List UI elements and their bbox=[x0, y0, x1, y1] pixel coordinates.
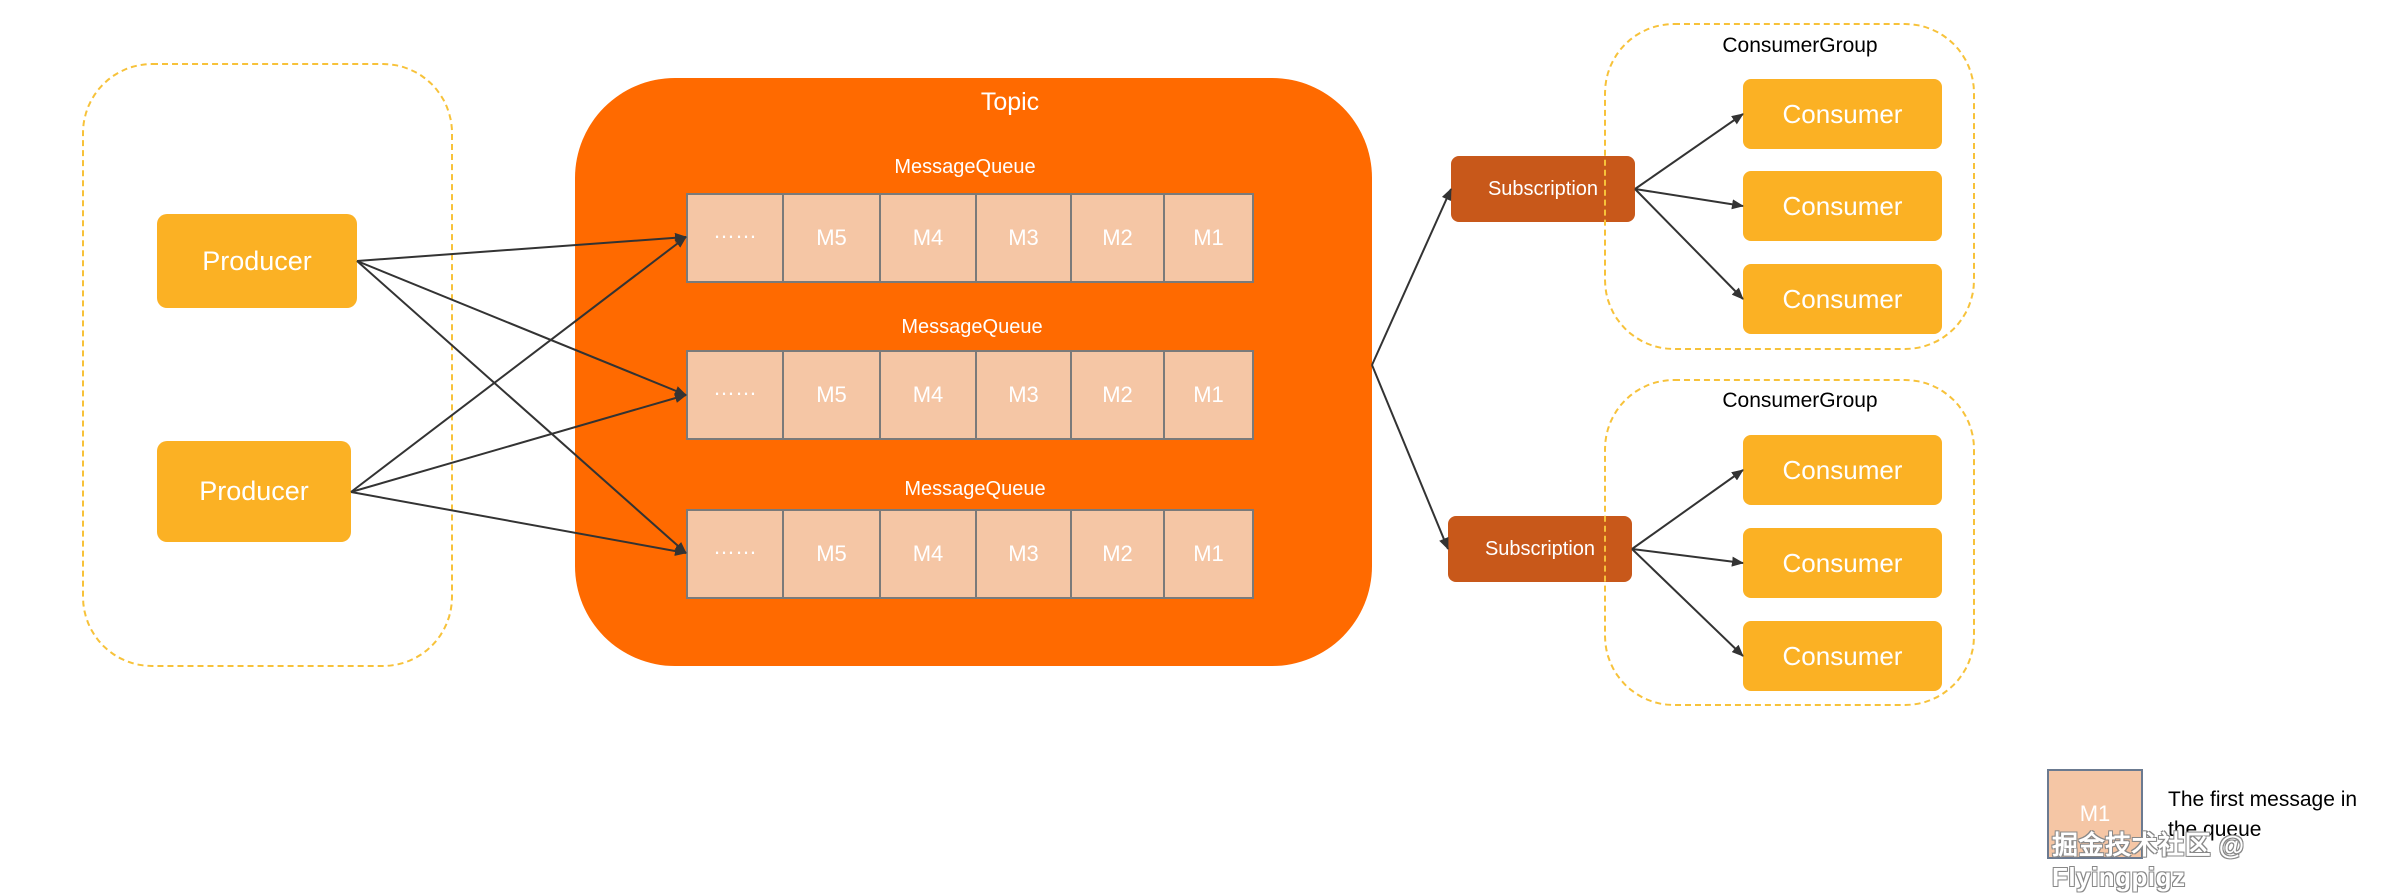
queue-cell: M4 bbox=[881, 352, 977, 438]
queue-cell: …… bbox=[688, 511, 784, 597]
arrow-subscription2-consumer1 bbox=[1631, 469, 1744, 550]
message-queue: …… M5 M4 M3 M2 M1 bbox=[686, 193, 1254, 283]
arrow-producer2-queue3 bbox=[350, 491, 687, 556]
queue-cell: …… bbox=[688, 195, 784, 281]
consumer-box: Consumer bbox=[1743, 528, 1942, 598]
arrow-producer1-queue1 bbox=[356, 232, 687, 262]
arrow-subscription2-consumer2 bbox=[1631, 548, 1744, 567]
consumer-box: Consumer bbox=[1743, 435, 1942, 505]
producer-box: Producer bbox=[157, 214, 357, 308]
queue-cell: M3 bbox=[977, 511, 1072, 597]
arrow-topic-subscription1 bbox=[1371, 188, 1452, 366]
message-queue-label: MessageQueue bbox=[901, 316, 1043, 338]
consumer-box: Consumer bbox=[1743, 264, 1942, 334]
consumer-group-label: ConsumerGroup bbox=[1722, 34, 1878, 57]
consumer-group-container bbox=[1604, 23, 1975, 350]
consumer-group-container bbox=[1604, 379, 1975, 706]
message-queue-label: MessageQueue bbox=[904, 478, 1046, 500]
consumer-box: Consumer bbox=[1743, 621, 1942, 691]
queue-cell: M5 bbox=[784, 511, 881, 597]
queue-cell: M3 bbox=[977, 195, 1072, 281]
message-queue: …… M5 M4 M3 M2 M1 bbox=[686, 509, 1254, 599]
arrow-topic-subscription2 bbox=[1371, 364, 1449, 550]
producer-box: Producer bbox=[157, 441, 351, 542]
consumer-group-label: ConsumerGroup bbox=[1722, 389, 1878, 412]
message-queue: …… M5 M4 M3 M2 M1 bbox=[686, 350, 1254, 440]
arrow-producer2-queue1 bbox=[350, 236, 687, 493]
arrow-subscription1-consumer1 bbox=[1634, 113, 1744, 190]
queue-cell: M2 bbox=[1072, 511, 1165, 597]
queue-cell: …… bbox=[688, 352, 784, 438]
subscription-box: Subscription bbox=[1448, 516, 1632, 582]
arrow-producer1-queue3 bbox=[356, 260, 687, 554]
queue-cell: M5 bbox=[784, 195, 881, 281]
arrow-producer1-queue2 bbox=[356, 260, 687, 396]
queue-cell: M5 bbox=[784, 352, 881, 438]
queue-cell: M1 bbox=[1193, 382, 1224, 407]
topic-title: Topic bbox=[980, 88, 1040, 116]
arrow-subscription1-consumer3 bbox=[1634, 188, 1744, 300]
arrow-subscription2-consumer3 bbox=[1631, 548, 1744, 657]
message-queue-label: MessageQueue bbox=[894, 156, 1036, 178]
arrow-producer2-queue2 bbox=[350, 393, 687, 493]
queue-cell: M4 bbox=[881, 195, 977, 281]
watermark: 掘金技术社区 @ Flyingpigz bbox=[2052, 830, 2245, 892]
producer-group-container bbox=[82, 63, 453, 667]
arrow-subscription1-consumer2 bbox=[1634, 188, 1744, 210]
queue-cell: M2 bbox=[1072, 195, 1165, 281]
queue-cell: M4 bbox=[881, 511, 977, 597]
queue-cell: M2 bbox=[1072, 352, 1165, 438]
consumer-box: Consumer bbox=[1743, 171, 1942, 241]
consumer-box: Consumer bbox=[1743, 79, 1942, 149]
queue-cell: M1 bbox=[1193, 225, 1224, 250]
legend-description: The first message in the queue bbox=[2168, 788, 2358, 841]
queue-cell: M3 bbox=[977, 352, 1072, 438]
legend-swatch: M1 bbox=[2047, 769, 2143, 859]
queue-cell: M1 bbox=[1193, 541, 1224, 566]
